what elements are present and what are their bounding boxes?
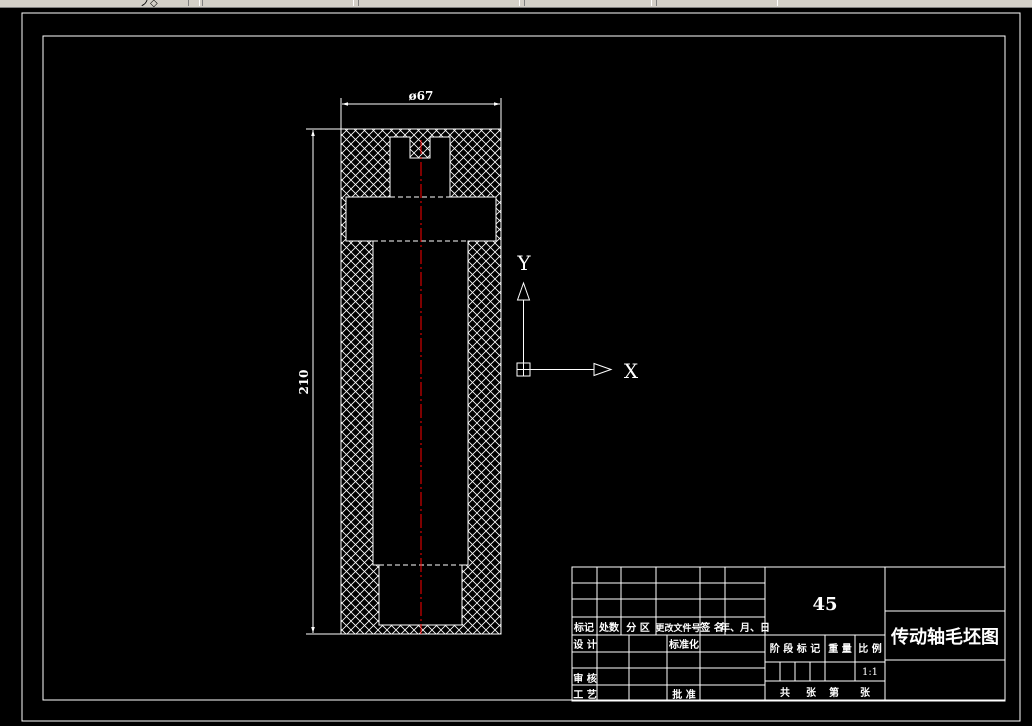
toolbar-separator xyxy=(188,0,200,6)
header-date: 年、月、日 xyxy=(720,621,770,634)
sheets-label-b: 张 xyxy=(860,686,871,699)
header-zone: 分 区 xyxy=(626,621,649,634)
header-signature: 签 名 xyxy=(699,621,723,634)
review-label: 审 核 xyxy=(573,672,596,685)
approve-label: 批 准 xyxy=(672,688,695,701)
toolbar-combo-color[interactable] xyxy=(358,0,520,6)
application-toolbar-strip: ノ◇ xyxy=(0,0,1032,9)
material-value: 45 xyxy=(812,594,837,615)
page-label: 第 xyxy=(829,686,839,699)
ucs-y-label: Y xyxy=(516,251,531,275)
header-mark: 标记 xyxy=(573,621,594,634)
drawing-title: 传动轴毛坯图 xyxy=(890,626,999,648)
toolbar-combo-lineweight[interactable] xyxy=(656,0,778,6)
sheets-label-a: 张 xyxy=(806,686,817,699)
toolbar-combo-layer[interactable] xyxy=(202,0,354,6)
header-change-doc: 更改文件号 xyxy=(655,622,700,634)
title-block-text: 45 传动轴毛坯图 标记 处数 分 区 更改文件号 签 名 年、月、日 设 计 … xyxy=(573,594,999,701)
diameter-dimension: ø67 xyxy=(340,89,502,129)
title-block xyxy=(571,566,1006,702)
header-count: 处数 xyxy=(598,621,620,634)
length-label: 210 xyxy=(297,369,311,394)
ucs-x-label: X xyxy=(624,359,639,383)
design-label: 设 计 xyxy=(573,638,596,651)
diameter-label: ø67 xyxy=(409,89,434,103)
stage-mark-label: 阶 段 标 记 xyxy=(770,642,820,655)
toolbar-combo-linetype[interactable] xyxy=(524,0,652,6)
standardization-label: 标准化 xyxy=(668,638,699,651)
scale-value: 1:1 xyxy=(862,667,878,678)
weight-label: 重 量 xyxy=(828,642,851,655)
scale-label: 比 例 xyxy=(858,642,881,655)
sheet-outer-border xyxy=(21,12,1021,722)
toolbar-tool-icon[interactable]: ノ◇ xyxy=(140,0,158,9)
process-label: 工 艺 xyxy=(573,688,596,701)
ucs-icon: Y X xyxy=(516,251,638,383)
drawing-frame xyxy=(42,35,1006,701)
length-dimension: 210 xyxy=(297,128,341,635)
total-label: 共 xyxy=(780,686,790,699)
